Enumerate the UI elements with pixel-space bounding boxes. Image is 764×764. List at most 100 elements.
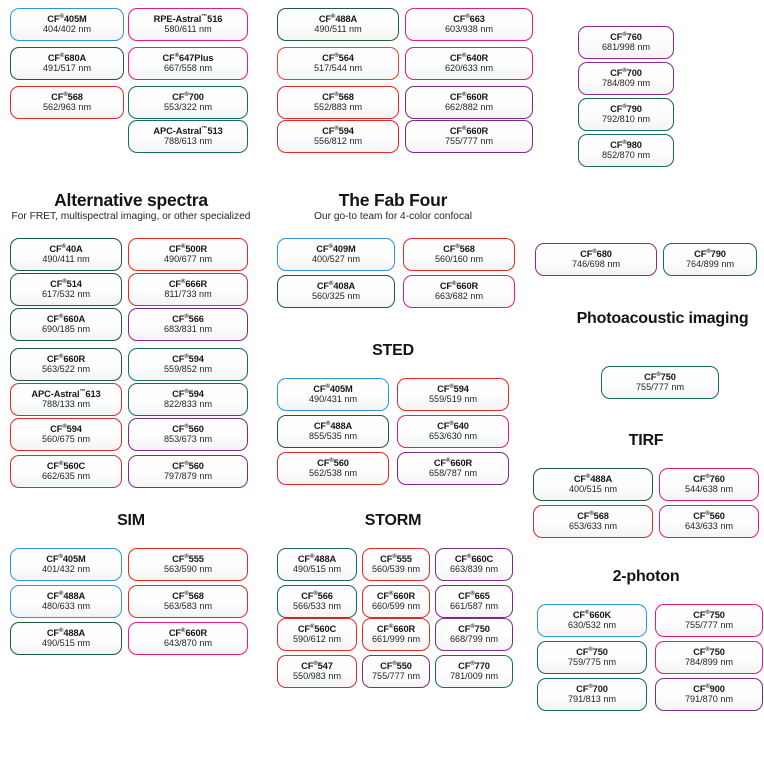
dye-name: APC-Astral™513 bbox=[153, 126, 223, 137]
dye-wavelength: 400/515 nm bbox=[568, 484, 618, 495]
trademark-mark: ® bbox=[181, 244, 186, 251]
trademark-mark: ® bbox=[184, 461, 189, 468]
trademark-mark: ® bbox=[706, 249, 711, 256]
dye-wavelength: 759/775 nm bbox=[567, 657, 617, 668]
dye-wavelength: 855/535 nm bbox=[308, 431, 358, 442]
trademark-mark: ® bbox=[622, 32, 627, 39]
trademark-mark: ® bbox=[586, 474, 591, 481]
dye-name: CF®405M bbox=[46, 554, 86, 565]
dye-name: CF®770 bbox=[458, 661, 490, 672]
dye-name: CF®760 bbox=[610, 32, 642, 43]
dye-name: CF®700 bbox=[576, 684, 608, 695]
dye-wavelength: 553/322 nm bbox=[163, 102, 213, 113]
dye-name: CF®560 bbox=[172, 424, 204, 435]
dye-wavelength: 784/809 nm bbox=[601, 78, 651, 89]
trademark-mark: ® bbox=[465, 14, 470, 21]
trademark-mark: ® bbox=[656, 372, 661, 379]
trademark-mark: ® bbox=[184, 554, 189, 561]
dye-name: CF®40A bbox=[49, 244, 83, 255]
trademark-mark: ® bbox=[184, 424, 189, 431]
trademark-mark: ® bbox=[462, 53, 467, 60]
dye-wavelength: 662/635 nm bbox=[41, 471, 91, 482]
dye-wavelength: 668/799 nm bbox=[449, 634, 499, 645]
dye-wavelength: 401/432 nm bbox=[41, 564, 91, 575]
dye-name: CF®555 bbox=[172, 554, 204, 565]
